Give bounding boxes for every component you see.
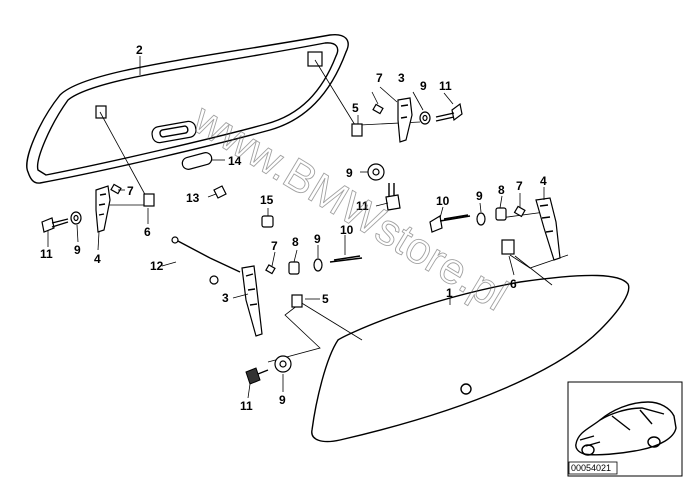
callout-3: 3 (222, 291, 229, 305)
hinge-group-top-right (351, 97, 463, 211)
callout-1: 1 (446, 286, 453, 300)
hinge-group-right (429, 197, 561, 261)
callout-3: 3 (398, 71, 405, 85)
callout-9: 9 (279, 393, 286, 407)
watermark: www.BMWstore.pl (184, 94, 516, 320)
callout-10: 10 (340, 223, 354, 237)
callout-14: 14 (228, 154, 242, 168)
callout-9: 9 (420, 79, 427, 93)
callout-2: 2 (136, 43, 143, 57)
callout-8: 8 (292, 235, 299, 249)
callout-13: 13 (186, 191, 200, 205)
callout-5: 5 (352, 101, 359, 115)
callout-9: 9 (346, 166, 353, 180)
callout-11: 11 (439, 79, 452, 93)
callout-9: 9 (314, 232, 321, 246)
callout-5: 5 (322, 292, 329, 306)
callout-labels: 2 1 7 3 9 11 5 9 11 14 13 15 7 11 9 4 6 … (40, 43, 547, 413)
callout-7: 7 (127, 184, 134, 198)
leader-lines (47, 56, 545, 399)
callout-11: 11 (356, 199, 369, 213)
rear-window-glass-upper (26, 33, 349, 184)
callout-6: 6 (144, 225, 151, 239)
callout-7: 7 (376, 71, 383, 85)
vehicle-thumbnail: 00054021 (567, 381, 683, 477)
callout-4: 4 (94, 252, 101, 266)
callout-11: 11 (240, 399, 253, 413)
callout-9: 9 (476, 189, 483, 203)
rear-window-glass-lower (311, 274, 630, 443)
callout-11: 11 (40, 247, 53, 261)
callout-8: 8 (498, 183, 505, 197)
callout-6: 6 (510, 277, 517, 291)
callout-4: 4 (540, 174, 547, 188)
hinge-group-left (41, 183, 155, 233)
diagram-code: 00054021 (571, 463, 611, 473)
callout-15: 15 (260, 193, 274, 207)
callout-12: 12 (150, 259, 164, 273)
callout-7: 7 (516, 179, 523, 193)
callout-10: 10 (436, 194, 450, 208)
callout-9: 9 (74, 243, 81, 257)
gas-strut-group (171, 152, 363, 385)
callout-7: 7 (271, 239, 278, 253)
